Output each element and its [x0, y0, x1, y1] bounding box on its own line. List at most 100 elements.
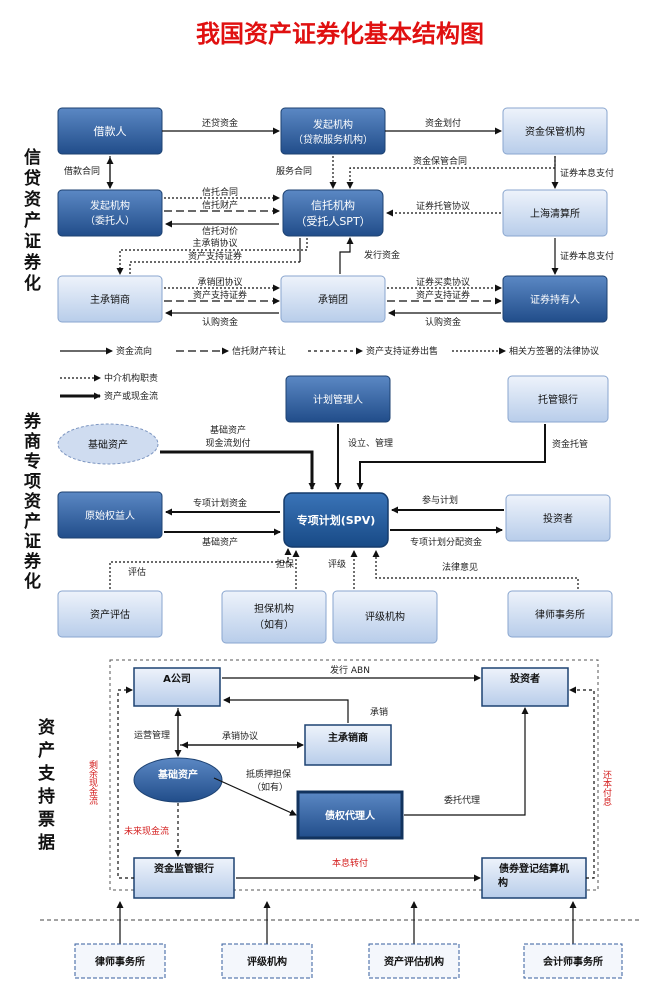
trust-label: 信托机构	[311, 198, 355, 212]
abn-accounting-firm-label: 会计师事务所	[543, 955, 603, 968]
custodian-label: 资金保管机构	[525, 125, 585, 138]
loan-contract-label: 借款合同	[64, 165, 100, 177]
originator-label: 发起机构	[313, 118, 353, 131]
shanghai-clearing-label: 上海清算所	[530, 207, 580, 220]
asset-backed-label-2: 资产支持证券	[193, 289, 247, 301]
asset-backed-label-1: 资产支持证券	[188, 250, 242, 262]
abn-rating-agency-box: 评级机构	[221, 943, 313, 979]
establish-manage-label: 设立、管理	[348, 437, 393, 449]
original-owner-label: 原始权益人	[85, 509, 135, 522]
issue-funds-arrow	[339, 237, 354, 274]
originator-sub-label: （贷款服务机构）	[293, 133, 373, 146]
repay-label: 还贷资金	[202, 117, 238, 129]
legend-legal: 相关方签署的法律协议	[509, 345, 599, 357]
asset-appraisal-box: 资产评估	[57, 590, 163, 638]
shanghai-clearing-box: 上海清算所	[502, 189, 608, 237]
abn-law-firm-box: 律师事务所	[74, 943, 166, 979]
legend-abs-sale: 资产支持证券出售	[366, 345, 438, 357]
principal-pay-arrow	[569, 686, 595, 879]
interest-transfer-label: 本息转付	[332, 857, 368, 869]
asset-backed-arrow-1	[129, 261, 300, 274]
trust-box: 信托机构 （受托人SPT）	[282, 189, 384, 237]
section-credit-label: 信贷资产证券化	[20, 147, 42, 295]
rating-label: 评级	[328, 558, 346, 570]
legend-asset-cash: 资产或现金流	[104, 390, 158, 402]
entrust-agent-arrow	[404, 707, 529, 816]
plan-manager-label: 计划管理人	[313, 393, 363, 406]
credit-section: 借款人 发起机构 （贷款服务机构） 资金保管机构 发起机构 （委托人） 信托机构…	[57, 107, 614, 357]
plan-manager-box: 计划管理人	[285, 375, 391, 423]
investor-label: 投资者	[543, 512, 573, 525]
issue-funds-label: 发行资金	[364, 249, 400, 261]
originator-servicer-box: 发起机构 （贷款服务机构）	[280, 107, 386, 155]
cashflow-label-2: 现金流划付	[205, 437, 250, 449]
creditor-agent-box: 债权代理人	[296, 790, 404, 840]
participate-label: 参与计划	[422, 494, 458, 506]
spv-box: 专项计划(SPV)	[283, 492, 389, 548]
underwriting-agreement-abn-label: 承销协议	[222, 730, 258, 742]
cashflow-arrow	[160, 450, 316, 490]
subscribe-label-2: 认购资金	[425, 316, 461, 328]
registrar-box: 债券登记结算机 构	[481, 857, 587, 899]
securities-custody-label: 证券托管协议	[416, 200, 470, 212]
custodian-bank-box: 托管银行	[507, 375, 609, 423]
supervision-bank-label: 资金监管银行	[154, 862, 214, 875]
ops-manage-label: 运营管理	[134, 729, 170, 741]
underwrite-arrow	[223, 696, 349, 723]
abn-rating-agency-label: 评级机构	[247, 955, 287, 968]
delegator-sub-label: （委托人）	[85, 214, 135, 227]
service-contract-label: 服务合同	[276, 165, 312, 177]
holders-label: 证券持有人	[530, 293, 580, 306]
investor-box: 投资者	[505, 494, 611, 542]
page-title: 我国资产证券化基本结构图	[196, 20, 484, 48]
abn-lead-underwriter-box: 主承销商	[304, 724, 392, 766]
law-firm-label: 律师事务所	[535, 608, 585, 621]
broker-section: 中介机构职责 资产或现金流 计划管理人 托管银行 基础资产 原始权益人 专项计划…	[57, 372, 613, 644]
legend-trust-transfer: 信托财产转让	[232, 345, 286, 357]
abn-accounting-firm-box: 会计师事务所	[523, 943, 623, 979]
delegator-label: 发起机构	[90, 199, 130, 212]
base-asset-flow-label: 基础资产	[202, 536, 238, 548]
underwriting-agreement-arrow	[116, 238, 308, 275]
appraisal-label: 评估	[128, 566, 146, 578]
base-asset-label: 基础资产	[88, 438, 128, 451]
asset-backed-label-3: 资产支持证券	[416, 289, 470, 301]
underwrite-label: 承销	[370, 706, 388, 718]
pledge-label-2: （如有）	[252, 781, 288, 793]
interest-pay-label-2: 证券本息支付	[560, 250, 614, 262]
asset-appraisal-label: 资产评估	[90, 608, 130, 621]
interest-pay-label-1: 证券本息支付	[560, 167, 614, 179]
section-abn-label: 资产支持票据	[34, 717, 55, 856]
syndicate-agreement-label: 承销团协议	[197, 276, 242, 288]
company-a-label: A公司	[163, 673, 191, 685]
trust-property-label: 信托财产	[202, 199, 238, 211]
surplus-cash-label: 剩余现金流	[87, 759, 98, 806]
purchase-agreement-label: 证券买卖协议	[416, 276, 470, 288]
issue-abn-label: 发行 ABN	[330, 664, 370, 676]
creditor-agent-label: 债权代理人	[325, 809, 376, 822]
trust-consideration-label: 信托对价	[202, 225, 238, 237]
legend-intermediary: 中介机构职责	[104, 372, 158, 384]
originator-delegator-box: 发起机构 （委托人）	[57, 189, 163, 237]
borrower-label: 借款人	[94, 124, 127, 138]
guarantor-sub-label: （如有）	[254, 618, 294, 631]
pledge-arrow	[213, 777, 297, 816]
fund-transfer-label: 资金划付	[425, 117, 461, 129]
custodian-bank-label: 托管银行	[538, 393, 578, 406]
fund-custody-label: 资金托管	[552, 438, 588, 450]
registrar-label: 债券登记结算机	[499, 862, 569, 875]
underwriting-agreement-label: 主承销协议	[192, 237, 237, 249]
surplus-cash-arrow	[117, 686, 134, 879]
entrust-agent-label: 委托代理	[444, 794, 480, 806]
custodian-box: 资金保管机构	[502, 107, 608, 155]
legal-opinion-label: 法律意见	[442, 561, 478, 573]
plan-funds-label: 专项计划资金	[193, 497, 247, 509]
abn-lead-underwriter-label: 主承销商	[328, 731, 368, 744]
original-owner-box: 原始权益人	[57, 491, 163, 539]
abn-law-firm-label: 律师事务所	[95, 955, 145, 968]
lead-underwriter-label: 主承销商	[90, 293, 130, 306]
rating-agency-box: 评级机构	[332, 590, 438, 644]
abn-appraisal-agency-box: 资产评估机构	[368, 943, 460, 979]
law-firm-box: 律师事务所	[507, 590, 613, 638]
